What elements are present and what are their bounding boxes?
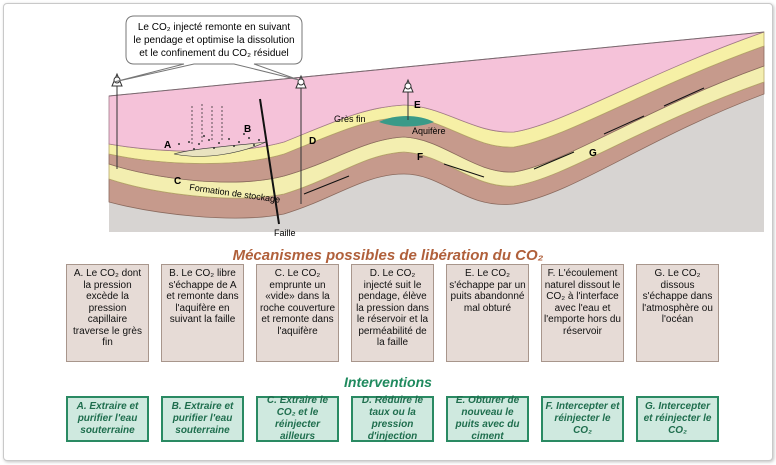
intervention-a: A. Extraire et purifier l'eau souterrain…: [66, 396, 149, 442]
label-faille: Faille: [274, 228, 296, 238]
intervention-d: D. Réduire le taux ou la pression d'inje…: [351, 395, 434, 442]
mechanisms-row: A. Le CO₂ dont la pression excède la pre…: [66, 264, 720, 364]
flow-arrows: [303, 87, 705, 195]
intervention-e: E. Obturer de nouveau le puits avec du c…: [446, 395, 529, 442]
intervention-g-text: G. Intercepter et réinjecter le CO₂: [643, 401, 712, 436]
co2-bubbles: [178, 133, 260, 150]
callout-line2: le pendage et optimise la dissolution: [133, 35, 294, 46]
label-a: A: [164, 140, 171, 151]
label-g: G: [589, 148, 597, 159]
label-aquifere: Aquifère: [412, 126, 446, 136]
mechanism-f: F. L'écoulement naturel dissout le CO₂ à…: [541, 264, 624, 362]
intervention-d-text: D. Réduire le taux ou la pression d'inje…: [361, 395, 424, 442]
intervention-c-text: C. Extraire le CO₂ et le réinjecter aill…: [266, 395, 329, 442]
interventions-title: Interventions: [344, 374, 432, 390]
mechanism-d: D. Le CO₂ injecté suit le pendage, élève…: [351, 264, 434, 362]
callout-line1: Le CO₂ injecté remonte en suivant: [138, 22, 291, 33]
well-d: [295, 74, 307, 204]
geology-cross-section: Le CO₂ injecté remonte en suivant le pen…: [108, 15, 765, 238]
label-gres-fin: Grès fin: [334, 114, 366, 124]
intervention-f: F. Intercepter et réinjecter le CO₂: [541, 396, 624, 442]
well-e: [402, 78, 414, 120]
mechanism-g: G. Le CO₂ dissous s'échappe dans l'atmos…: [636, 264, 719, 362]
label-c: C: [174, 176, 181, 187]
callout-bubble: [113, 15, 303, 83]
intervention-a-text: A. Extraire et purifier l'eau souterrain…: [76, 401, 139, 436]
co2-plume-f: [379, 116, 434, 127]
figure-frame: Le CO₂ injecté remonte en suivant le pen…: [3, 3, 773, 461]
callout-line3: et le confinement du CO₂ résiduel: [139, 48, 289, 59]
intervention-f-text: F. Intercepter et réinjecter le CO₂: [545, 401, 620, 436]
vertical-leak-arrows: [191, 104, 223, 144]
surface-line: [108, 31, 765, 97]
intervention-b: B. Extraire et purifier l'eau souterrain…: [161, 396, 244, 442]
mechanism-e: E. Le CO₂ s'échappe par un puits abandon…: [446, 264, 529, 362]
mechanism-a: A. Le CO₂ dont la pression excède la pre…: [66, 264, 149, 362]
label-f: F: [417, 152, 423, 163]
label-b: B: [244, 124, 251, 135]
mechanisms-title: Mécanismes possibles de libération du CO…: [232, 247, 544, 264]
label-d: D: [309, 136, 316, 147]
intervention-c: C. Extraire le CO₂ et le réinjecter aill…: [256, 395, 339, 442]
label-e: E: [414, 100, 421, 111]
intervention-b-text: B. Extraire et purifier l'eau souterrain…: [171, 401, 234, 436]
intervention-e-text: E. Obturer de nouveau le puits avec du c…: [455, 395, 520, 442]
mechanism-b: B. Le CO₂ libre s'échappe de A et remont…: [161, 264, 244, 362]
mechanism-c: C. Le CO₂ emprunte un «vide» dans la roc…: [256, 264, 339, 362]
fault-line: [259, 98, 280, 225]
intervention-g: G. Intercepter et réinjecter le CO₂: [636, 396, 719, 442]
interventions-row: A. Extraire et purifier l'eau souterrain…: [66, 395, 720, 444]
